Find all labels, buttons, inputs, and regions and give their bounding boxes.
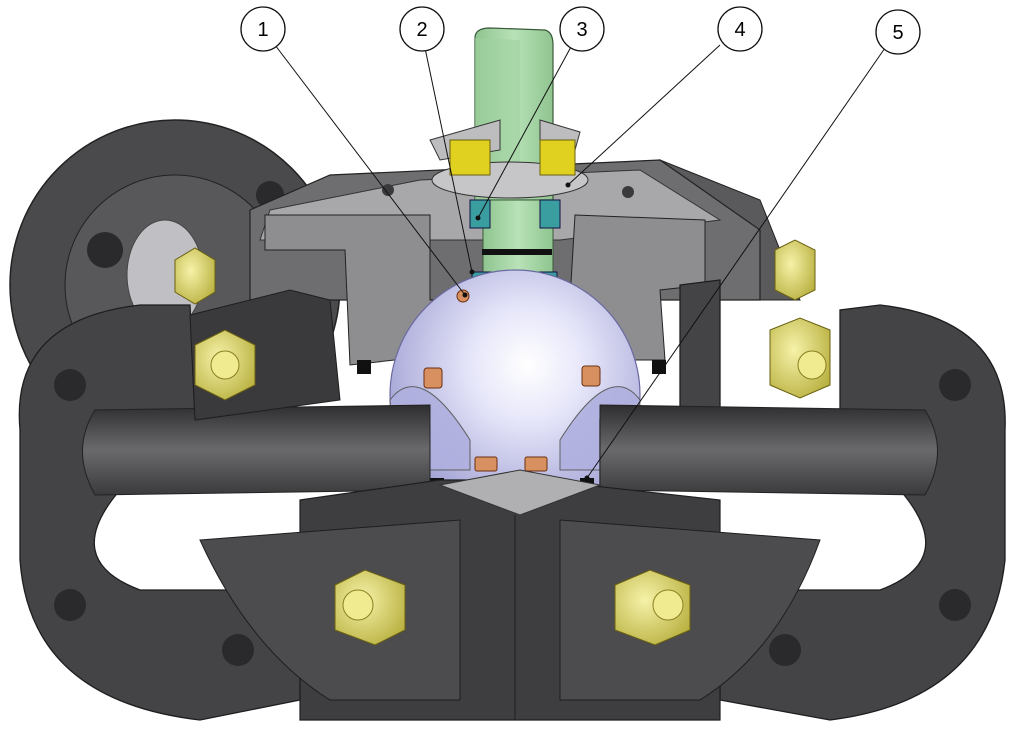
- callout-4: 4: [717, 6, 763, 52]
- stem-o-ring: [482, 249, 552, 255]
- callout-2: 2: [399, 6, 445, 52]
- seats: [423, 289, 601, 472]
- packing-right: [539, 199, 561, 229]
- bolt-nut: [769, 317, 831, 399]
- callout-5: 5: [875, 9, 921, 55]
- callout-3: 3: [559, 6, 605, 52]
- leader-1: [274, 44, 466, 296]
- bolts: [174, 239, 831, 646]
- leader-3: [477, 44, 573, 219]
- right-flange: [599, 279, 1006, 721]
- callout-1: 1: [240, 6, 286, 52]
- bolt-hole: [87, 232, 123, 268]
- leader-dots: [462, 182, 590, 481]
- callout-5-label: 5: [892, 22, 903, 44]
- leader-2: [424, 47, 473, 273]
- bolt-nut: [334, 569, 406, 646]
- bolt-nut: [774, 239, 816, 301]
- leader-5: [586, 47, 886, 479]
- gland-follower-left: [449, 139, 491, 176]
- bottom-section: [199, 469, 821, 721]
- bolt-nut: [194, 329, 256, 401]
- callout-1-label: 1: [257, 19, 268, 41]
- bolt-nut: [174, 247, 216, 305]
- callout-3-label: 3: [576, 19, 587, 41]
- gland-follower-right: [539, 139, 576, 176]
- callout-4-label: 4: [734, 19, 745, 41]
- leader-4: [567, 44, 721, 186]
- gland-assembly: [429, 119, 589, 285]
- callout-2-label: 2: [416, 19, 427, 41]
- bolt-nut: [614, 569, 691, 646]
- callout-leaders: [274, 44, 886, 479]
